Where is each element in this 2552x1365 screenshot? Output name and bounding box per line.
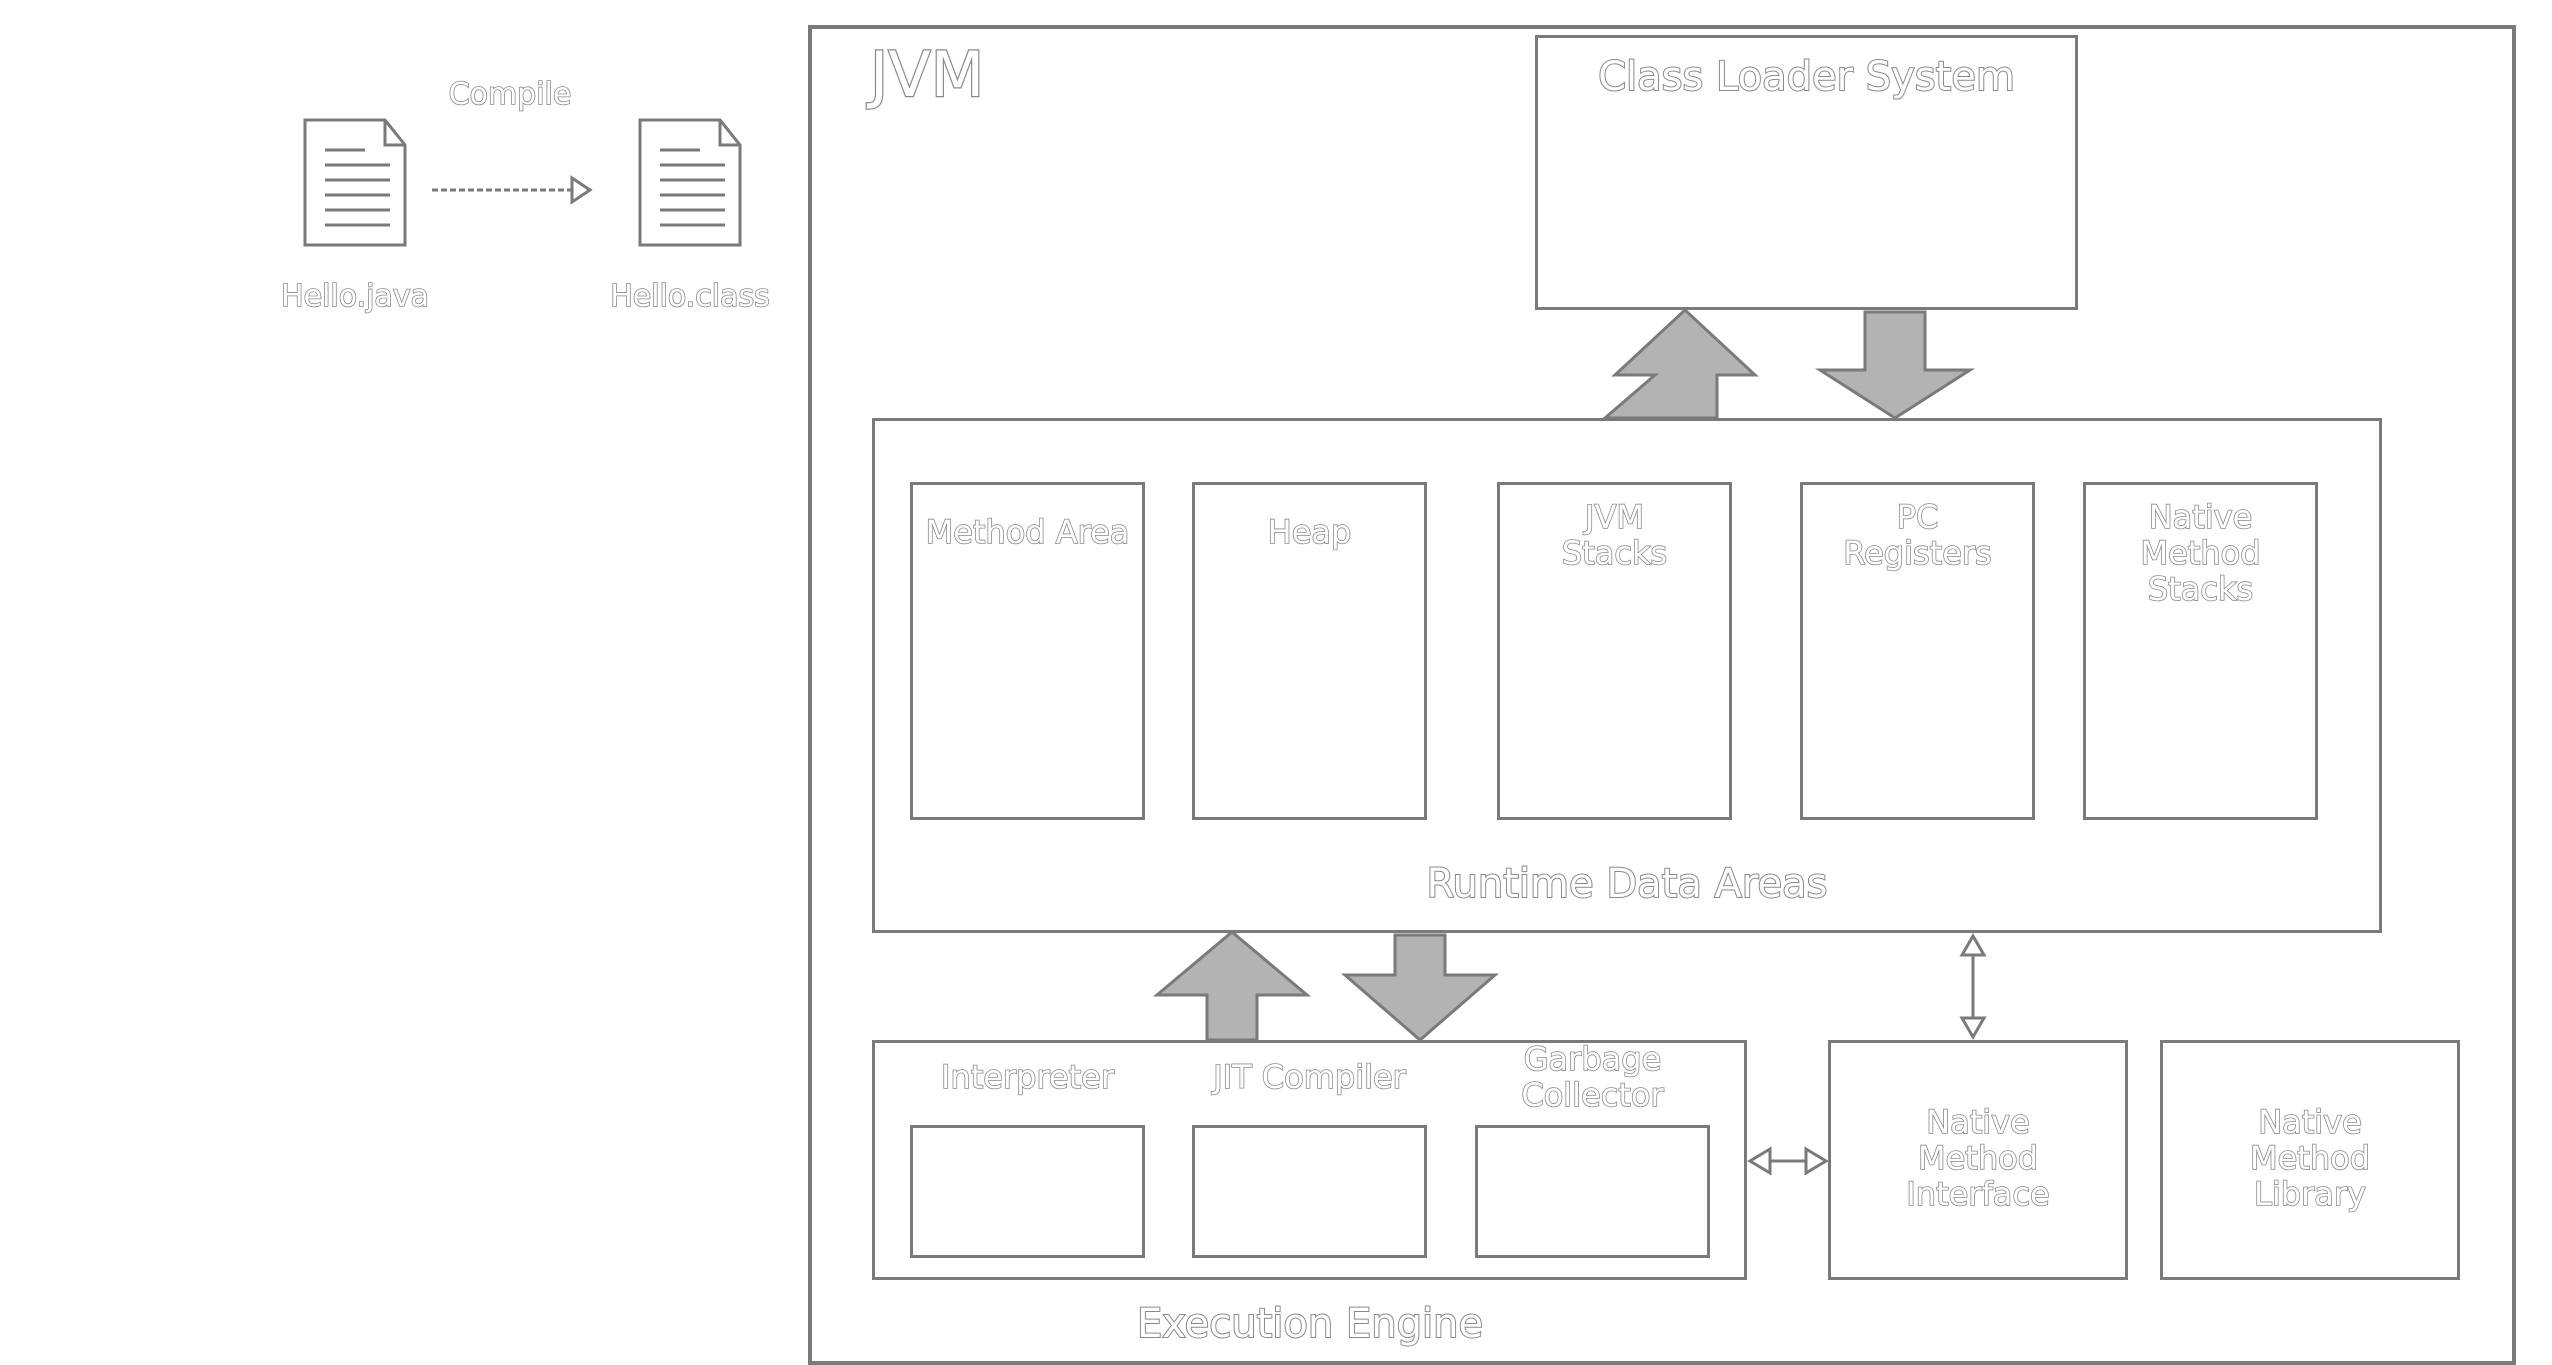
engine-native-interface-arrow — [1747, 1146, 1829, 1176]
runtime-to-engine-down-arrow — [1340, 933, 1500, 1042]
class-loader-box — [1535, 35, 2078, 310]
engine-to-runtime-up-arrow — [1152, 930, 1312, 1042]
runtime-native-interface-arrow — [1959, 933, 1987, 1040]
classloader-to-runtime-down-arrow — [1814, 310, 1976, 420]
native-method-stacks-box — [2083, 482, 2318, 820]
native-method-library-box — [2160, 1040, 2460, 1280]
compile-arrow — [432, 175, 593, 205]
garbage-collector-box — [1475, 1125, 1710, 1258]
heap-box — [1192, 482, 1427, 820]
garbage-collector-label: Garbage Collector — [1521, 1040, 1665, 1114]
jvm-stacks-label: JVM Stacks — [1561, 498, 1668, 572]
execution-engine-label: Execution Engine — [1136, 1301, 1484, 1348]
interpreter-label: Interpreter — [940, 1058, 1115, 1096]
interpreter-box — [910, 1125, 1145, 1258]
jvm-stacks-box — [1497, 482, 1732, 820]
runtime-data-areas-label: Runtime Data Areas — [1426, 861, 1829, 908]
pc-registers-box — [1800, 482, 2035, 820]
pc-registers-label: PC Registers — [1842, 498, 1992, 572]
native-method-library-label: Native Method Library — [2249, 1103, 2371, 1213]
heap-label: Heap — [1267, 513, 1352, 551]
method-area-label: Method Area — [925, 513, 1130, 551]
jit-compiler-label: JIT Compiler — [1212, 1058, 1406, 1096]
class-file-icon — [638, 118, 742, 247]
native-method-interface-box — [1828, 1040, 2128, 1280]
jit-compiler-box — [1192, 1125, 1427, 1258]
execution-engine-box — [872, 1040, 1747, 1280]
native-method-stacks-label: Native Method Stacks — [2140, 498, 2262, 608]
native-method-interface-label: Native Method Interface — [1906, 1103, 2051, 1213]
jvm-title: JVM — [869, 38, 986, 111]
source-file-icon — [303, 118, 407, 247]
method-area-box — [910, 482, 1145, 820]
runtime-to-classloader-up-arrow — [1600, 307, 1759, 420]
compile-label: Compile — [448, 77, 572, 112]
source-file-label: Hello.java — [280, 279, 430, 314]
class-loader-label: Class Loader System — [1597, 54, 2016, 101]
class-file-label: Hello.class — [609, 279, 770, 314]
